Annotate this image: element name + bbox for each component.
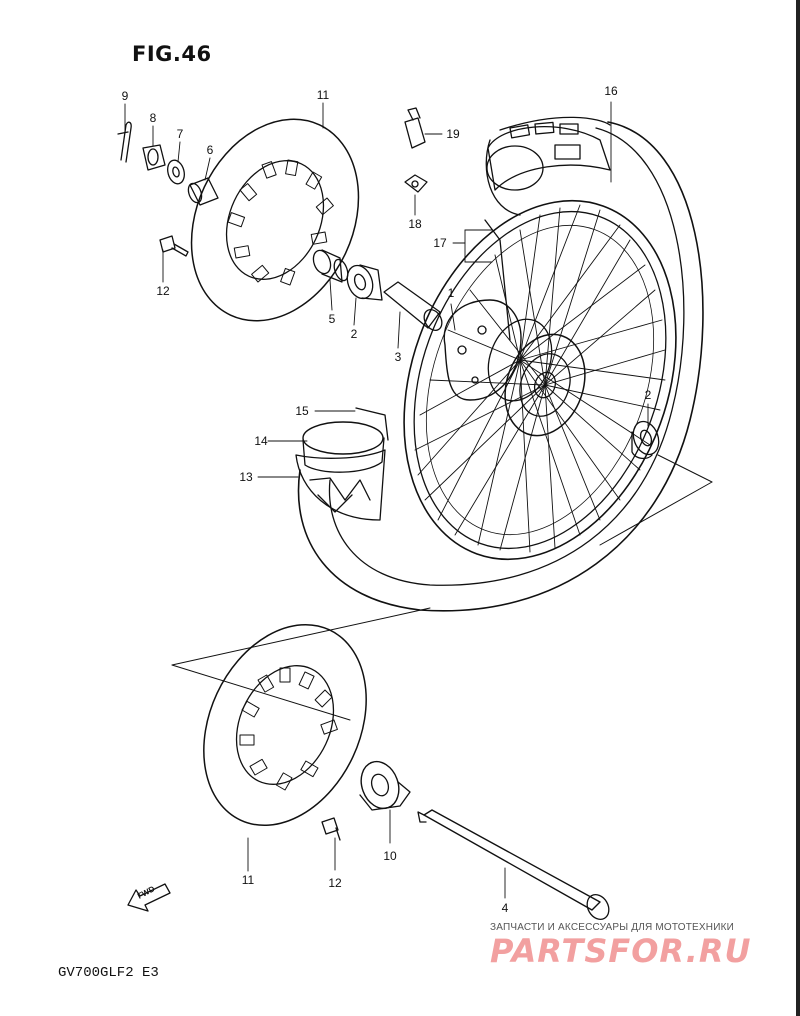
model-code: GV700GLF2 E3 — [58, 965, 159, 981]
callout-13[interactable]: 13 — [239, 470, 253, 484]
speedometer-gearbox-10 — [359, 760, 411, 811]
fwd-arrow-icon — [127, 883, 171, 912]
callout-11-lower[interactable]: 11 — [241, 873, 255, 887]
page-edge-border — [796, 0, 800, 1016]
bolt-12-upper — [159, 235, 189, 257]
castle-nut — [142, 144, 166, 171]
figure-title: FIG.46 — [132, 42, 212, 66]
callout-4[interactable]: 4 — [501, 901, 509, 915]
exploded-view-guides — [171, 454, 713, 721]
dust-seal-5 — [312, 249, 349, 283]
watermark-tagline: ЗАПЧАСТИ И АКСЕССУАРЫ ДЛЯ МОТОТЕХНИКИ — [490, 922, 735, 933]
valve-nut-18 — [404, 174, 428, 193]
watermark-brand[interactable]: PARTSFOR.RU — [490, 932, 752, 970]
callout-19[interactable]: 19 — [446, 127, 460, 141]
bearing-2-right — [631, 420, 660, 460]
spacer-3 — [383, 281, 443, 331]
axle-4 — [417, 809, 610, 920]
bolt-12-lower — [321, 817, 341, 841]
callout-leaders — [124, 101, 649, 899]
bearing-2-upper — [346, 264, 383, 301]
callout-10[interactable]: 10 — [383, 849, 397, 863]
callout-16[interactable]: 16 — [604, 84, 618, 98]
callout-2-right[interactable]: 2 — [644, 388, 652, 402]
callout-2-upper[interactable]: 2 — [350, 327, 358, 341]
brake-disc-lower — [203, 623, 367, 827]
callout-15[interactable]: 15 — [295, 404, 309, 418]
tire-cutaway — [295, 407, 389, 521]
spokes — [414, 204, 666, 553]
callout-17[interactable]: 17 — [433, 236, 447, 250]
callout-12-upper[interactable]: 12 — [156, 284, 170, 298]
callout-12-lower[interactable]: 12 — [328, 876, 342, 890]
rim-band-top — [486, 121, 611, 191]
callout-8[interactable]: 8 — [149, 111, 157, 125]
callout-1[interactable]: 1 — [447, 286, 455, 300]
cotter-pin — [117, 121, 132, 163]
wheel-assembly — [297, 116, 704, 612]
washer-7 — [167, 159, 185, 185]
callout-9[interactable]: 9 — [121, 89, 129, 103]
callout-7[interactable]: 7 — [176, 127, 184, 141]
callout-5[interactable]: 5 — [328, 312, 336, 326]
callout-11-upper[interactable]: 11 — [316, 88, 330, 102]
brake-disc-upper — [190, 118, 360, 322]
callout-14[interactable]: 14 — [254, 434, 268, 448]
callout-3[interactable]: 3 — [394, 350, 402, 364]
callout-18[interactable]: 18 — [408, 217, 422, 231]
valve-cap-19 — [404, 107, 426, 149]
callout-6[interactable]: 6 — [206, 143, 214, 157]
